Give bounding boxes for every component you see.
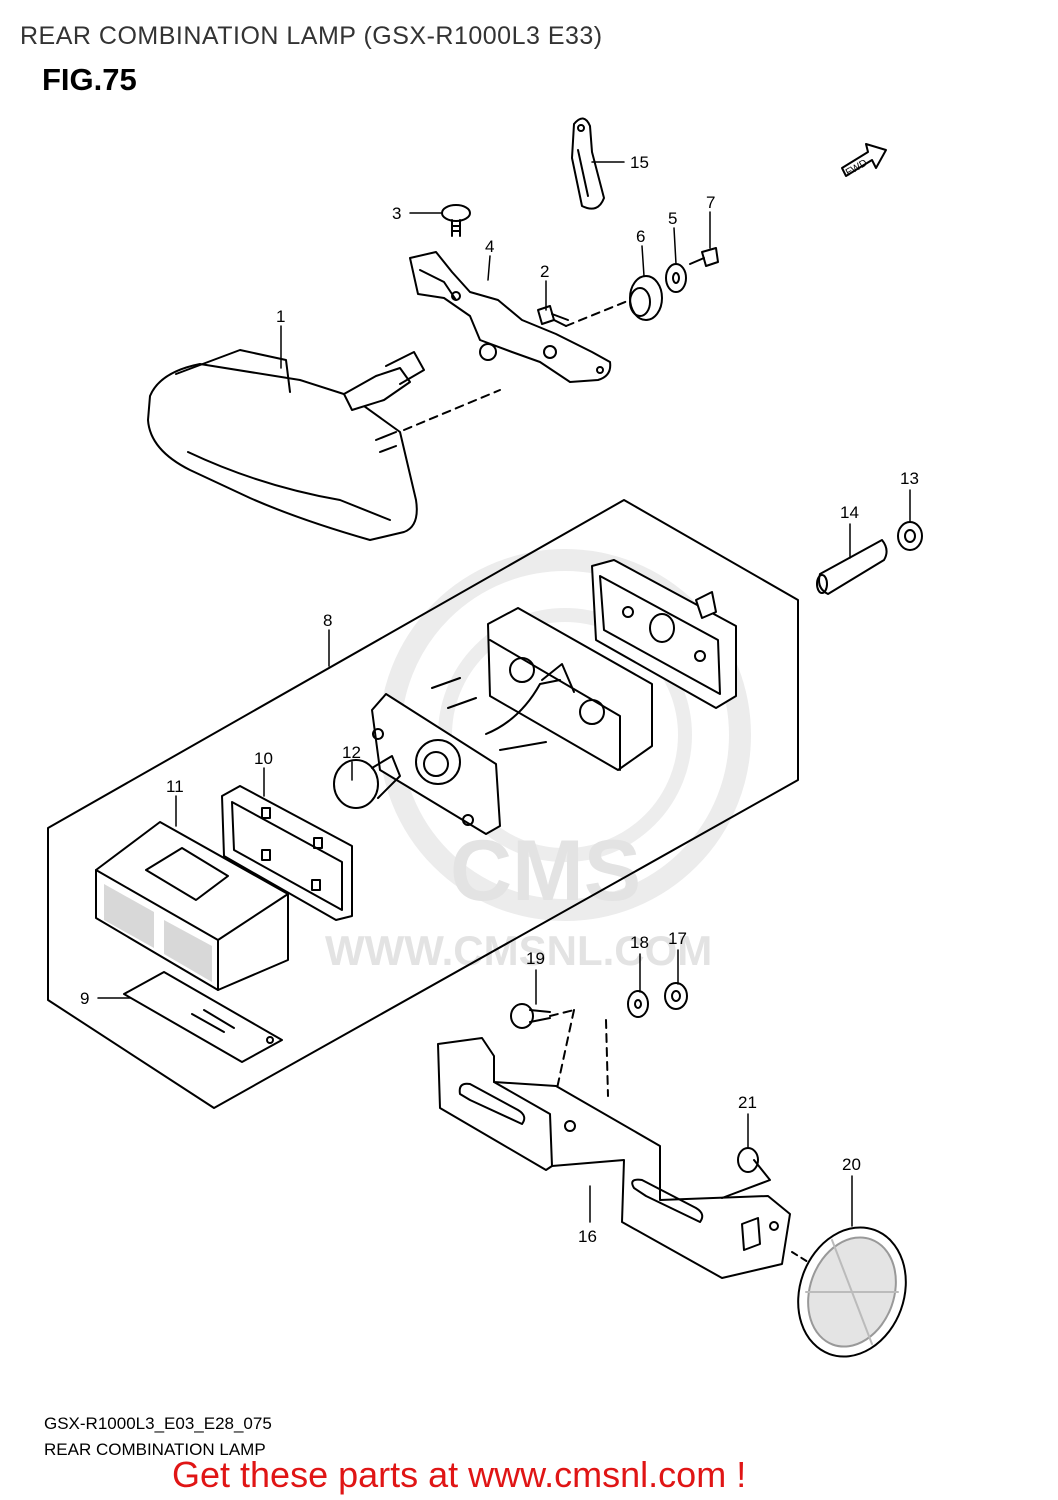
callout-9: 9 [80,989,89,1008]
callout-1: 1 [276,307,285,326]
callout-4: 4 [485,237,494,256]
part-12-bulb [333,755,401,809]
part-2-bolt [537,305,569,327]
diagram-name: REAR COMBINATION LAMP [44,1440,266,1459]
part-17-nut [664,982,688,1010]
callout-labels: 1 2 3 4 5 6 7 8 9 10 11 12 13 14 15 16 1… [80,153,919,1246]
lamp-lens-cover [591,559,737,709]
lamp-socket-base [371,677,561,835]
callout-7: 7 [706,193,715,212]
part-11-lens [95,821,289,991]
fwd-label: FWD [844,158,869,179]
callout-10: 10 [254,749,273,768]
callout-3: 3 [392,204,401,223]
part-8-assembly-frame [47,499,799,1109]
callout-5: 5 [668,209,677,228]
callout-6: 6 [636,227,645,246]
callout-8: 8 [323,611,332,630]
fwd-arrow-icon: FWD [841,143,887,179]
part-1-rear-lamp [147,349,501,541]
part-15-strap [571,117,605,210]
part-4-bracket [409,251,612,383]
part-7-screw [689,247,719,267]
lamp-reflector-housing [487,607,653,771]
part-14-collar [816,539,888,595]
callout-16: 16 [578,1227,597,1246]
part-3-screw [441,204,471,237]
watermark-url: WWW.CMSNL.COM [325,927,712,974]
part-16-bracket [437,1037,791,1279]
diagram-code: GSX-R1000L3_E03_E28_075 [44,1414,272,1433]
part-9-plate [123,971,283,1063]
figure-number: FIG.75 [42,62,137,97]
callout-12: 12 [342,743,361,762]
callout-2: 2 [540,262,549,281]
promo-link[interactable]: Get these parts at www.cmsnl.com ! [172,1454,747,1495]
callout-21: 21 [738,1093,757,1112]
page-title: REAR COMBINATION LAMP (GSX-R1000L3 E33) [20,22,603,50]
part-18-washer [627,990,649,1018]
callout-20: 20 [842,1155,861,1174]
callout-17: 17 [668,929,687,948]
callout-13: 13 [900,469,919,488]
part-10-gasket [221,785,353,921]
callout-11: 11 [166,777,184,796]
part-20-reflector [791,1226,907,1358]
callout-14: 14 [840,503,859,522]
callout-18: 18 [630,933,649,952]
part-5-washer [665,263,687,293]
callout-15: 15 [630,153,649,172]
callout-19: 19 [526,949,545,968]
part-6-grommet [629,275,663,321]
part-19-screw [510,1003,551,1029]
part-21-nut [721,1147,771,1199]
callout-leaders [97,161,911,1227]
part-13-nut [897,521,923,551]
watermark-brand: CMS [450,823,641,919]
